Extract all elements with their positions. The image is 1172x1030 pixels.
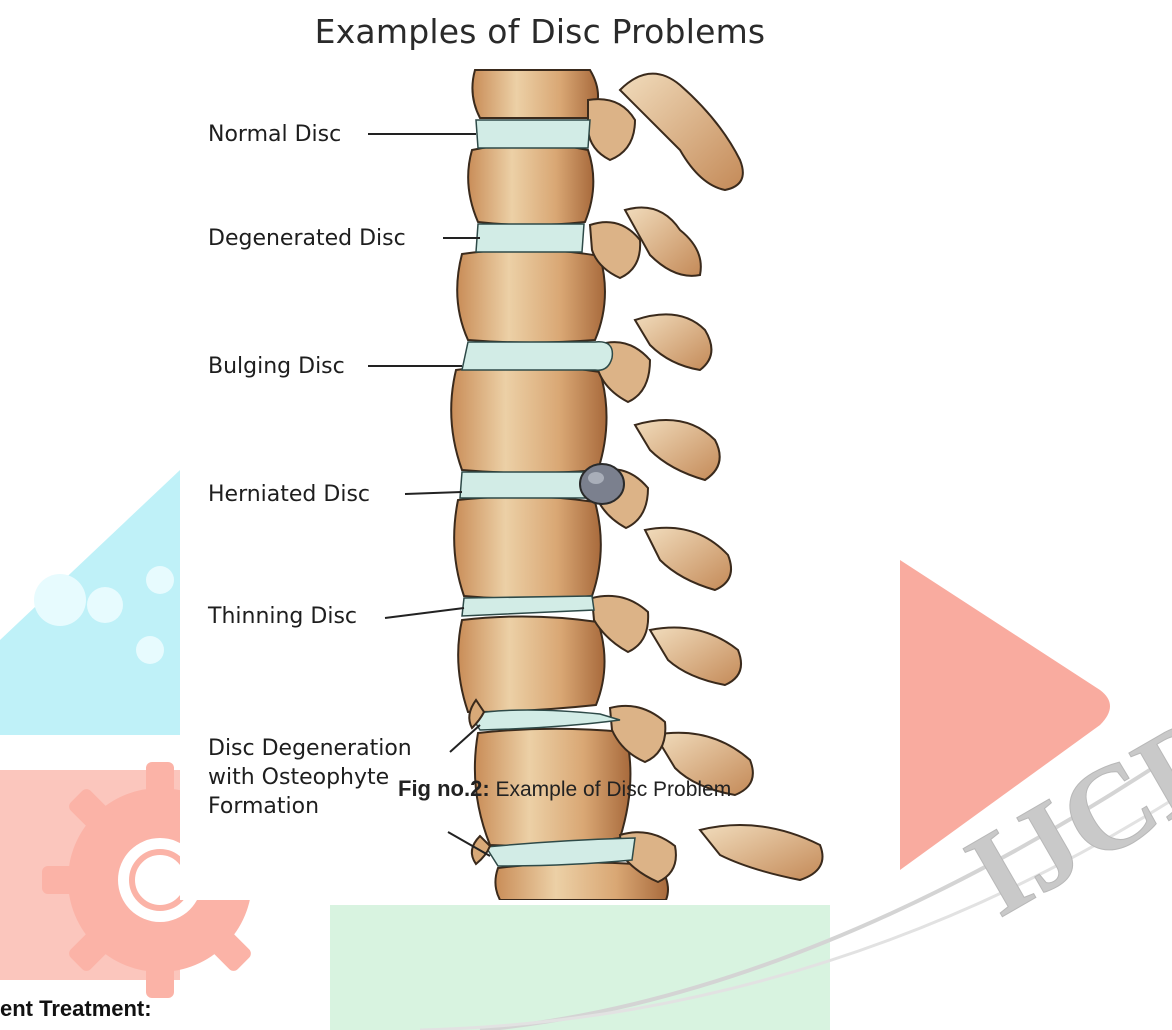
section-heading: ent Treatment:	[0, 996, 152, 1022]
herniated-disc	[460, 472, 598, 498]
watermark-node-icon	[34, 574, 86, 626]
normal-disc	[476, 120, 590, 148]
degenerated-disc	[476, 224, 584, 252]
label-herniated-disc: Herniated Disc	[208, 480, 370, 509]
label-thinning-disc: Thinning Disc	[208, 602, 357, 631]
label-disc-degeneration: Disc Degeneration	[208, 734, 412, 763]
figure-title: Examples of Disc Problems	[180, 12, 900, 51]
thinning-disc	[462, 596, 594, 616]
disc-problems-figure: Examples of Disc Problems Normal Disc De…	[180, 0, 900, 900]
label-with-osteophyte: with Osteophyte	[208, 763, 389, 792]
caption-text: Example of Disc Problem	[490, 778, 732, 801]
degeneration-disc	[470, 710, 620, 730]
label-degenerated-disc: Degenerated Disc	[208, 224, 406, 253]
label-formation: Formation	[208, 792, 319, 821]
label-normal-disc: Normal Disc	[208, 120, 341, 149]
herniation-icon	[580, 464, 624, 504]
caption-prefix: Fig no.2:	[398, 776, 490, 801]
watermark-node-icon	[146, 566, 174, 594]
label-bulging-disc: Bulging Disc	[208, 352, 345, 381]
bulging-disc	[462, 342, 612, 370]
figure-caption: Fig no.2: Example of Disc Problem	[398, 776, 731, 802]
watermark-node-icon	[87, 587, 123, 623]
watermark-node-icon	[136, 636, 164, 664]
